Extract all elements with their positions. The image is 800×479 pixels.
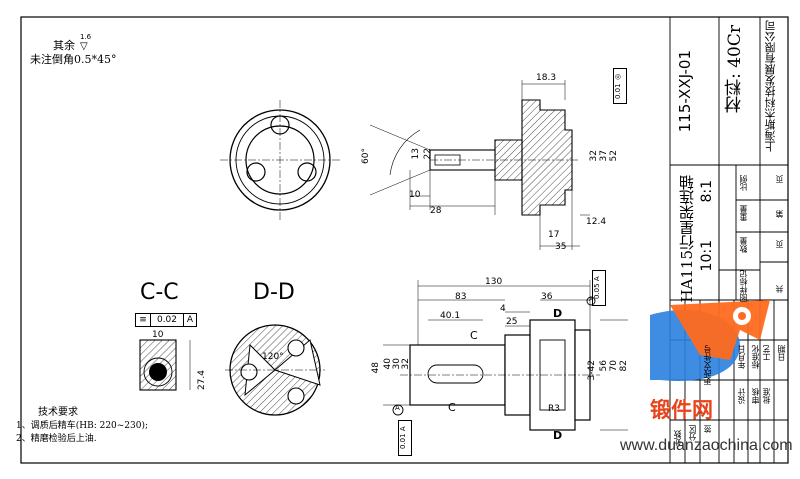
section-cc-label: C-C — [140, 280, 179, 305]
surface-note-prefix: 其余 — [53, 39, 75, 52]
marker-a-2: A — [589, 296, 594, 303]
marker-c-top: C — [470, 329, 478, 342]
dim-bot-17: 27.4 — [197, 370, 207, 391]
section-dd-view — [225, 324, 325, 416]
tolerance-value: 0.02 — [151, 314, 184, 326]
tb-page-1: 页 — [775, 175, 784, 183]
tb-label-mark: 图样标记 — [739, 270, 748, 302]
dim-top-9: 12.4 — [586, 217, 607, 227]
side-section-top — [369, 80, 590, 250]
dim-bot-14: 82 — [619, 360, 629, 372]
main-long-view — [383, 280, 628, 431]
tb-label-weight: 重量 — [739, 205, 748, 221]
watermark-logo — [650, 300, 770, 381]
tech-req-item-2: 2、精磨检验后上油. — [16, 434, 97, 444]
drawing-number: 115-XXJ-01 — [676, 50, 694, 133]
end-view-top — [220, 100, 340, 220]
dim-bot-6: 25 — [506, 317, 518, 327]
tb-label-ratio: 比例 — [739, 175, 748, 191]
dim-top-10: 17 — [548, 230, 560, 240]
tolerance-frame: ≡ 0.02 A — [135, 313, 197, 327]
tb-sign-2: 更改文件号 — [703, 345, 712, 385]
watermark-url: www.duanzaochina.com — [620, 437, 793, 454]
chamfer-note: 未注倒角0.5*45° — [30, 53, 117, 66]
marker-a-1: A — [395, 404, 400, 412]
section-dd-label: D-D — [253, 280, 295, 305]
company-name: 上海斯杰科技发展有限公司 — [764, 20, 777, 152]
dim-bot-2: 83 — [455, 292, 467, 302]
tb-page-2: 第 — [775, 210, 784, 218]
outer-frame — [20, 16, 789, 464]
dim-top-11: 35 — [555, 242, 567, 252]
section-cc-view — [139, 339, 191, 391]
dim-top-5: 37 — [599, 150, 609, 162]
marker-d-bottom: D — [553, 429, 563, 442]
dim-bot-5: 4 — [500, 304, 506, 314]
dim-bot-11: 3-42 — [587, 360, 597, 381]
tolerance-datum: A — [186, 315, 194, 325]
dim-bot-18: 120° — [262, 352, 284, 362]
dim-bot-10: 32 — [401, 358, 411, 370]
tb-sign-6: 标准化 — [751, 345, 760, 369]
tb-sign-8: 工艺 — [762, 345, 771, 361]
dim-bot-13: 70 — [609, 360, 619, 372]
scale-right: 10:1 — [699, 240, 715, 272]
dim-bot-1: 130 — [485, 277, 503, 287]
tb-sign-5: 设计 — [737, 388, 746, 404]
dim-bot-15: R3 — [548, 404, 560, 414]
dim-bot-7: 48 — [371, 362, 381, 374]
dim-top-2: 13 — [411, 148, 421, 160]
tb-sign-10: 日期 — [777, 345, 786, 361]
scale-left: 8:1 — [699, 180, 715, 203]
dim-top-7: 10 — [409, 190, 421, 200]
dim-bot-4: 40.1 — [440, 311, 461, 321]
tech-req-title: 技术要求 — [38, 407, 78, 418]
dim-bot-16: 10 — [152, 330, 164, 340]
watermark-brand: 锻件网 — [650, 398, 713, 422]
tech-req-item-1: 1、调质后精车(HB: 220~230); — [16, 421, 149, 431]
material-label: 材料: 40Cr — [725, 25, 745, 113]
roughness-icon: ▽ — [80, 41, 88, 52]
dim-top-1: 18.3 — [536, 73, 557, 83]
dim-top-3: 22 — [423, 148, 433, 160]
tb-sign-9: 批准 — [762, 388, 771, 404]
dim-top-8: 28 — [430, 206, 442, 216]
runout-frame-bottom: 0.01 A — [398, 420, 412, 456]
tb-sign-3: 签 — [703, 425, 712, 433]
datum-a-marker — [392, 404, 404, 416]
dim-bot-3: 36 — [541, 292, 553, 302]
marker-d-top: D — [553, 307, 563, 320]
tb-page-3: 页 — [775, 240, 784, 248]
runout-frame-mid: 0.05 A — [592, 270, 606, 306]
tb-sign-7: 审核 — [751, 388, 760, 404]
dim-top-4: 32 — [589, 150, 599, 162]
marker-c-bottom: C — [448, 401, 456, 414]
tb-page-4: 共 — [775, 285, 784, 293]
dim-top-angle: 60° — [361, 148, 371, 164]
part-name: HA115行星架连轴 — [678, 175, 696, 303]
dim-bot-12: 56 — [599, 360, 609, 372]
symmetry-icon: ≡ — [136, 314, 151, 326]
dim-top-6: 52 — [609, 150, 619, 162]
tb-sign-4: 年月日 — [737, 345, 746, 369]
tb-label-qty: 数量 — [739, 237, 748, 253]
runout-frame-top: 0.01 ◎ — [613, 68, 627, 104]
surface-roughness-value: 1.6 — [80, 33, 92, 41]
datum-a-marker-2 — [586, 296, 596, 306]
